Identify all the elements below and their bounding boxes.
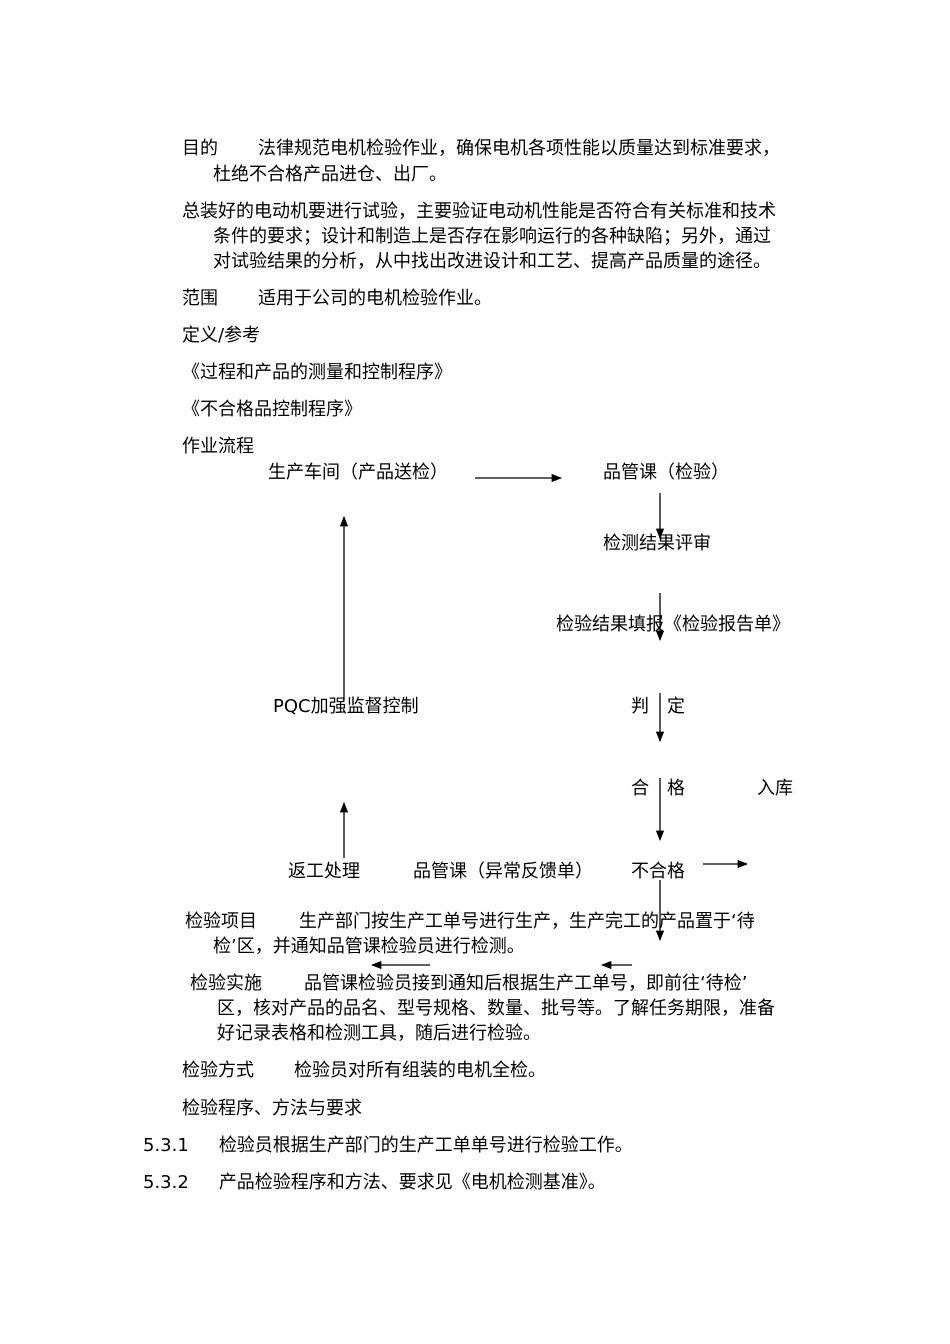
flow-node-pass: 合 格: [631, 778, 685, 799]
inspection-exec-line1: 检验实施 品管课检验员接到通知后根据生产工单号，即前往‘待检’: [190, 971, 747, 997]
flow-node-judge: 判 定: [631, 696, 685, 717]
intro-line1: 总装好的电动机要进行试验，主要验证电动机性能是否符合有关标准和技术: [182, 201, 776, 222]
inspection-method-label: 检验方式: [182, 1060, 254, 1081]
procedure-item-text: 产品检验程序和方法、要求见《电机检测基准》。: [218, 1172, 606, 1193]
inspection-method-text: 检验员对所有组装的电机全检。: [294, 1060, 546, 1081]
reference-2: 《不合格品控制程序》: [182, 399, 362, 420]
intro-line3: 对试验结果的分析，从中找出改进设计和工艺、提高产品质量的途径。: [213, 251, 771, 272]
inspection-items-label: 检验项目: [185, 911, 257, 932]
procedure-item-number: 5.3.1: [143, 1135, 189, 1156]
procedure-item-number: 5.3.2: [143, 1172, 189, 1193]
inspection-exec-text: 品管课检验员接到通知后根据生产工单号，即前往‘待检’: [304, 973, 748, 994]
inspection-exec-label: 检验实施: [190, 973, 262, 994]
purpose-label: 目的: [182, 138, 218, 159]
scope: 范围 适用于公司的电机检验作业。: [182, 286, 492, 312]
reference-1: 《过程和产品的测量和控制程序》: [182, 362, 452, 383]
flow-node-review: 检测结果评审: [603, 533, 711, 554]
flow-node-store: 入库: [757, 778, 793, 799]
inspection-method: 检验方式 检验员对所有组装的电机全检。: [182, 1058, 546, 1084]
inspection-items-line2: 检’区，并通知品管课检验员进行检测。: [213, 936, 525, 957]
flow-node-pqc: PQC加强监督控制: [273, 696, 419, 717]
procedure-item: 5.3.2 产品检验程序和方法、要求见《电机检测基准》。: [143, 1170, 606, 1196]
inspection-items-text: 生产部门按生产工单号进行生产，生产完工的产品置于‘待: [299, 911, 755, 932]
intro-line2: 条件的要求；设计和制造上是否存在影响运行的各种缺陷；另外，通过: [213, 226, 771, 247]
flow-node-production: 生产车间（产品送检）: [268, 462, 448, 483]
flow-node-fail: 不合格: [631, 861, 685, 882]
procedure-label: 检验程序、方法与要求: [182, 1098, 362, 1119]
procedure-item-text: 检验员根据生产部门的生产工单单号进行检验工作。: [218, 1135, 633, 1156]
procedure-item: 5.3.1 检验员根据生产部门的生产工单单号进行检验工作。: [143, 1133, 633, 1159]
flow-node-qc-inspect: 品管课（检验）: [603, 462, 729, 483]
scope-text: 适用于公司的电机检验作业。: [258, 288, 492, 309]
flow-node-qc-feedback: 品管课（异常反馈单）: [413, 861, 593, 882]
purpose-line2: 杜绝不合格产品进仓、出厂。: [213, 164, 447, 185]
purpose-text: 法律规范电机检验作业，确保电机各项性能以质量达到标准要求，: [258, 138, 780, 159]
scope-label: 范围: [182, 288, 218, 309]
definitions-label: 定义/参考: [182, 325, 261, 346]
flow-node-rework: 返工处理: [288, 861, 360, 882]
inspection-exec-line3: 好记录表格和检测工具，随后进行检验。: [217, 1023, 541, 1044]
purpose-line1: 目的 法律规范电机检验作业，确保电机各项性能以质量达到标准要求，: [182, 136, 780, 162]
flow-node-report: 检验结果填报《检验报告单》: [556, 614, 790, 635]
inspection-items-line1: 检验项目 生产部门按生产工单号进行生产，生产完工的产品置于‘待: [185, 909, 755, 935]
inspection-exec-line2: 区，核对产品的品名、型号规格、数量、批号等。了解任务期限，准备: [217, 998, 775, 1019]
flow-label: 作业流程: [182, 436, 254, 457]
